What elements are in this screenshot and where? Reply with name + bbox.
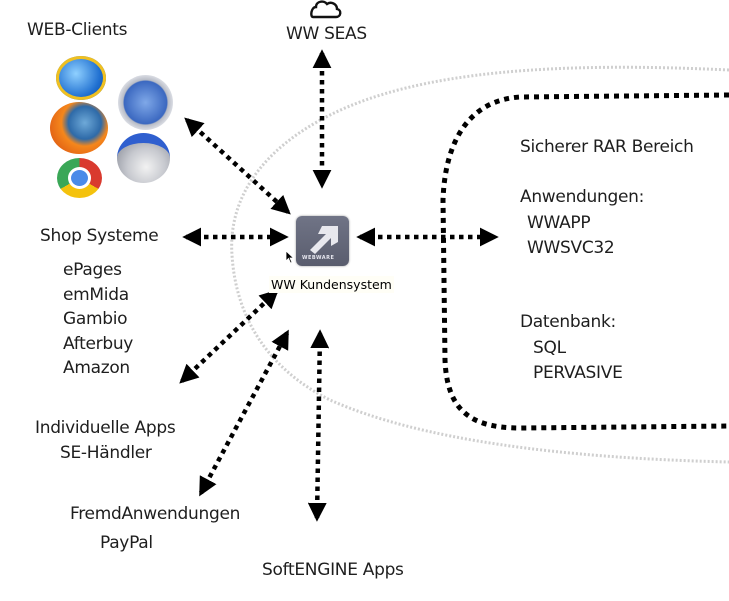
shop-title: Shop Systeme xyxy=(40,226,159,246)
database-item: PERVASIVE xyxy=(533,362,623,383)
mouse-cursor-icon xyxy=(285,250,295,264)
database-list: SQL PERVASIVE xyxy=(533,336,623,385)
outer-zone-outline xyxy=(230,65,729,464)
internet-explorer-icon xyxy=(56,56,106,100)
chrome-icon xyxy=(57,158,102,198)
seas-title: WW SEAS xyxy=(286,24,367,44)
fremd-apps-subtitle: PayPal xyxy=(100,533,153,553)
shop-list: ePages emMida Gambio Afterbuy Amazon xyxy=(63,258,133,381)
arrow-softengine xyxy=(307,329,330,522)
softengine-apps-title: SoftENGINE Apps xyxy=(262,560,404,580)
secure-zone-border xyxy=(440,92,729,431)
applications-list: WWAPP WWSVC32 xyxy=(527,211,615,260)
individual-apps-subtitle: SE-Händler xyxy=(60,443,152,463)
shop-item: Amazon xyxy=(63,358,130,378)
safari-icon xyxy=(118,75,173,130)
shop-item: Gambio xyxy=(63,309,128,329)
shop-item: ePages xyxy=(63,260,122,280)
shop-item: emMida xyxy=(63,284,129,305)
applications-heading: Anwendungen: xyxy=(520,187,645,207)
center-system-label: WW Kundensystem xyxy=(269,276,394,293)
arrow-fremd xyxy=(199,329,289,497)
arrow-individual xyxy=(179,289,279,384)
web-clients-title: WEB-Clients xyxy=(27,20,128,40)
cloud-icon xyxy=(310,0,342,19)
brand-text: WEBWARE xyxy=(302,255,335,261)
individual-apps-title: Individuelle Apps xyxy=(35,418,176,438)
firefox-icon xyxy=(50,102,108,154)
database-item: SQL xyxy=(533,338,566,358)
secure-area-title: Sicherer RAR Bereich xyxy=(520,137,694,157)
webware-arrow-icon xyxy=(310,226,338,254)
arrow-web-clients xyxy=(184,117,291,215)
fremd-apps-title: FremdAnwendungen xyxy=(70,504,241,524)
database-heading: Datenbank: xyxy=(520,312,616,332)
opera-icon xyxy=(117,133,170,183)
webware-app-icon[interactable]: WEBWARE xyxy=(296,216,349,266)
application-item: WWSVC32 xyxy=(527,237,615,258)
shop-item: Afterbuy xyxy=(63,333,134,354)
application-item: WWAPP xyxy=(527,213,591,233)
